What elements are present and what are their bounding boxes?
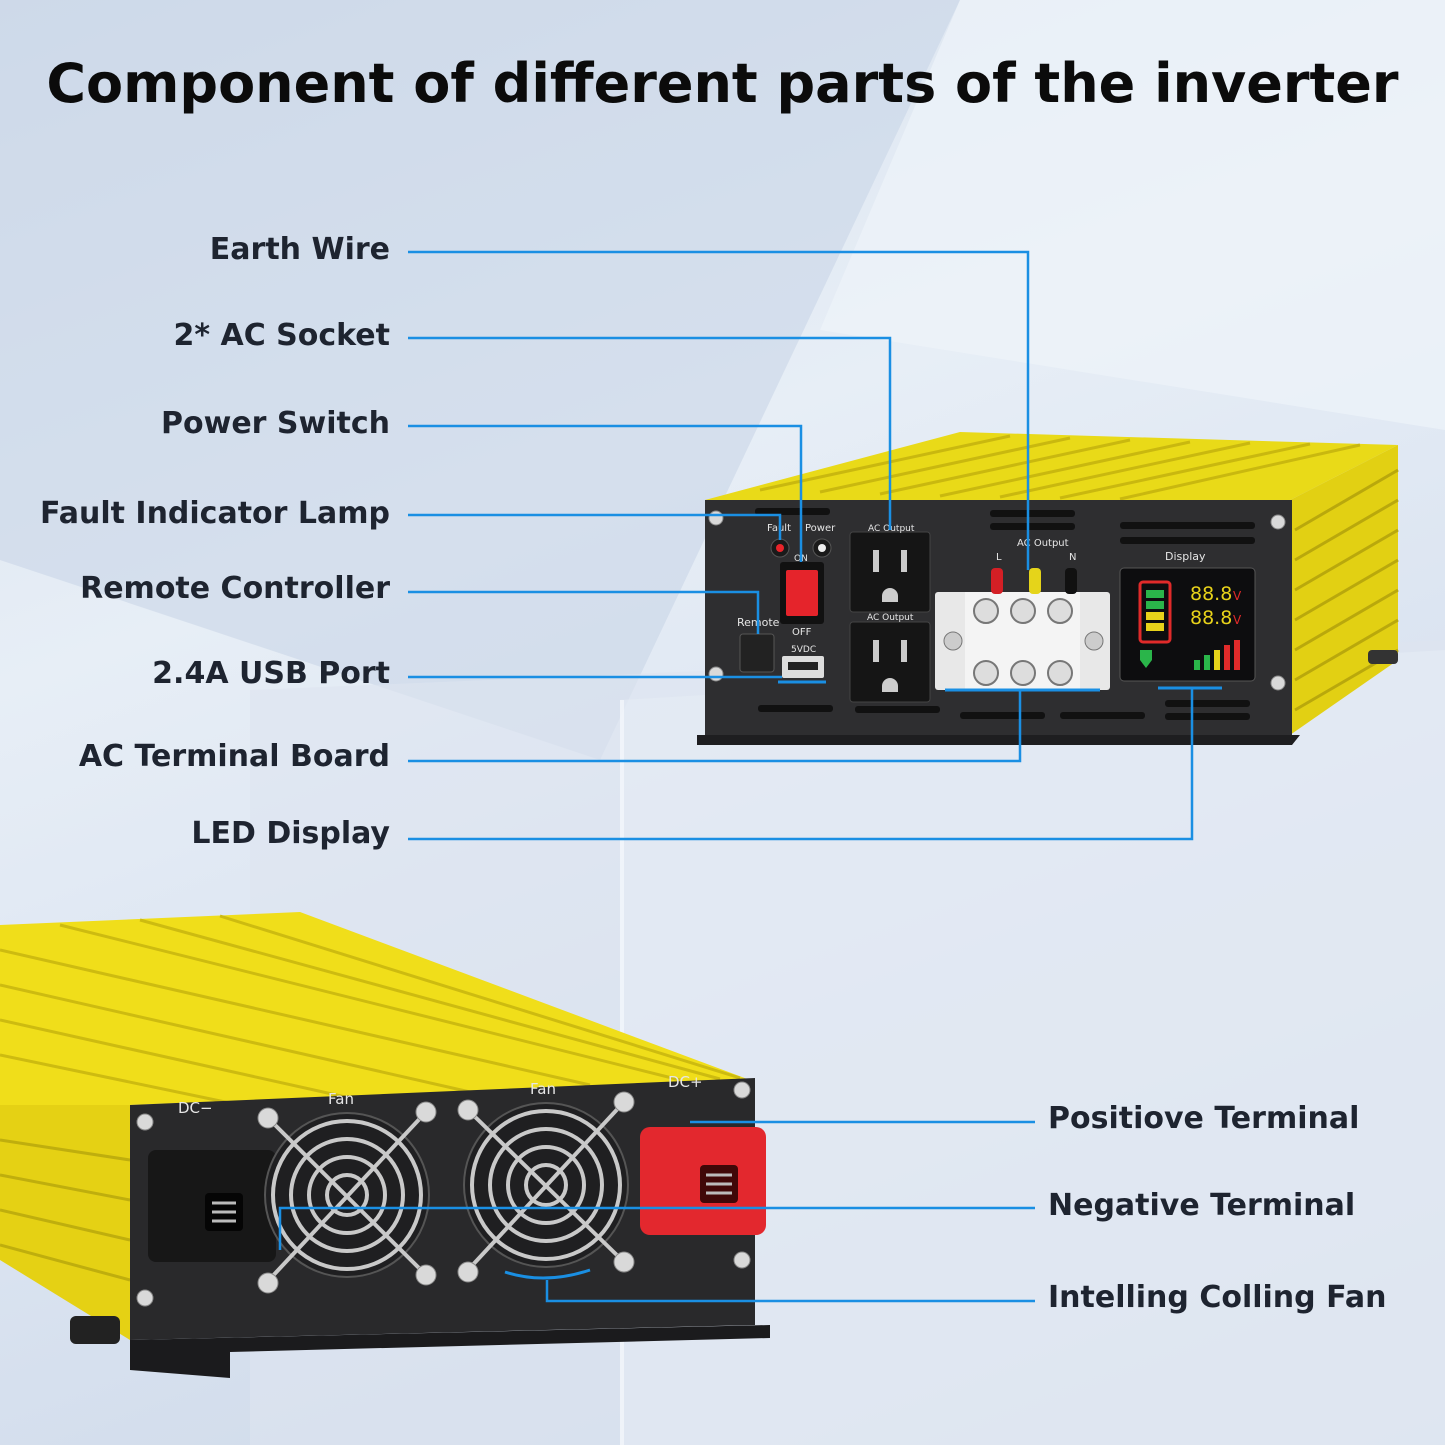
- dc-plus-text: DC+: [668, 1073, 703, 1091]
- label-power-switch: Power Switch: [161, 406, 390, 441]
- display-readout-2: 88.8: [1190, 607, 1232, 629]
- fan-right-text: Fan: [530, 1080, 556, 1098]
- label-ac-socket: 2* AC Socket: [173, 318, 390, 353]
- leader-ac-socket: [408, 336, 892, 530]
- fan-left-text: Fan: [328, 1090, 354, 1108]
- label-led-display: LED Display: [191, 816, 390, 851]
- front-housing-side: [0, 1105, 130, 1340]
- display-text: Display: [1165, 550, 1206, 563]
- leader-remote-controller: [408, 590, 760, 634]
- label-ac-terminal-board: AC Terminal Board: [78, 739, 390, 774]
- n-text: N: [1069, 552, 1076, 563]
- label-cooling-fan: Intelling Colling Fan: [1048, 1280, 1387, 1315]
- front-housing-top: [0, 912, 750, 1105]
- leader-earth-wire: [408, 250, 1030, 570]
- ac-socket-top: [849, 531, 931, 613]
- label-fault-lamp: Fault Indicator Lamp: [40, 496, 390, 531]
- power-text: Power: [805, 523, 836, 534]
- leader-ac-terminal-board: [408, 690, 1022, 763]
- label-negative-terminal: Negative Terminal: [1048, 1188, 1356, 1223]
- ac-output-bottom-text: AC Output: [867, 613, 914, 623]
- display-readout-1: 88.8: [1190, 583, 1232, 605]
- leader-negative-terminal: [278, 1206, 1035, 1250]
- leader-led-display: [408, 688, 1194, 841]
- ac-output-top-text: AC Output: [868, 524, 915, 534]
- l-text: L: [996, 552, 1002, 563]
- usb-text: 5VDC: [791, 645, 816, 655]
- ac-socket-bottom: [849, 621, 931, 703]
- leader-power-switch: [408, 424, 803, 562]
- ac-output-terminal-text: AC Output: [1017, 538, 1069, 549]
- page-title: Component of different parts of the inve…: [46, 52, 1399, 115]
- fan-right: [457, 1091, 635, 1283]
- display-unit-1: V: [1233, 589, 1242, 603]
- label-remote-controller: Remote Controller: [80, 571, 390, 606]
- dc-minus-text: DC−: [178, 1099, 213, 1117]
- display-unit-2: V: [1233, 613, 1242, 627]
- off-text: OFF: [792, 627, 812, 638]
- label-usb-port: 2.4A USB Port: [152, 656, 390, 691]
- leader-cooling-fan: [545, 1280, 1035, 1303]
- label-earth-wire: Earth Wire: [209, 232, 390, 267]
- fan-left: [257, 1101, 437, 1294]
- leader-fault-lamp: [408, 513, 782, 540]
- label-positive-terminal: Positiove Terminal: [1048, 1101, 1360, 1136]
